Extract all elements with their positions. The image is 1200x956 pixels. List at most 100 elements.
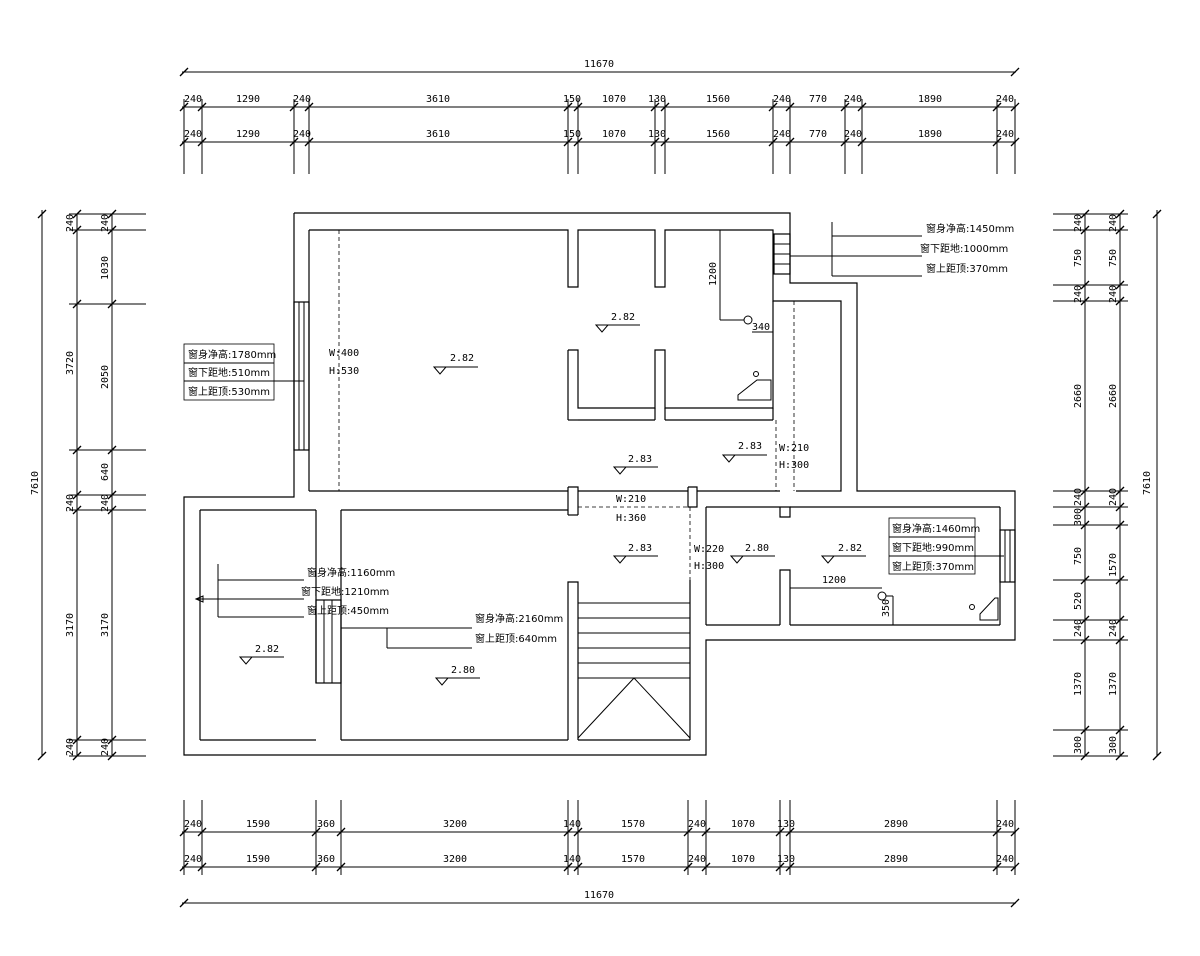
svg-text:2.82: 2.82 <box>450 353 474 364</box>
room-dim-350: 350 <box>881 599 892 617</box>
height-marker: 2.83 <box>721 441 767 463</box>
svg-text:2.80: 2.80 <box>745 543 769 554</box>
room-dim-1200-top: 1200 <box>708 262 719 286</box>
left-overall-dim: 7610 <box>30 471 41 495</box>
top-dim-4: 3610 <box>426 94 450 105</box>
top-dim-r2-7: 130 <box>648 129 666 140</box>
top-overall-dim: 11670 <box>584 59 614 70</box>
opening-h-300-right: H:300 <box>779 460 809 471</box>
top-dim-r2-8: 1560 <box>706 129 730 140</box>
right-inner-dim-1: 240 <box>1073 214 1084 232</box>
bottom-dim-r2-5: 140 <box>563 854 581 865</box>
top-dim-8: 1560 <box>706 94 730 105</box>
right-dim-8: 1370 <box>1108 672 1119 696</box>
top-dim-13: 240 <box>996 94 1014 105</box>
window-callout-3: 窗身净高:1460mm 窗下距地:990mm 窗上距顶:370mm <box>888 517 1004 575</box>
right-overall-dim: 7610 <box>1142 471 1153 495</box>
dim-tick <box>179 67 189 77</box>
svg-text:窗身净高:1450mm: 窗身净高:1450mm <box>926 222 1014 235</box>
top-dim-12: 1890 <box>918 94 942 105</box>
top-dim-r2-10: 770 <box>809 129 827 140</box>
toilet-icon <box>737 379 772 401</box>
drain-icon-2 <box>877 591 887 601</box>
right-dim-3: 240 <box>1108 285 1119 303</box>
bottom-dim-1: 240 <box>184 819 202 830</box>
svg-text:窗下距地:1000mm: 窗下距地:1000mm <box>920 242 1008 255</box>
dim-tick <box>1010 898 1020 908</box>
right-inner-dim-9: 240 <box>1073 619 1084 637</box>
svg-text:窗下距地:1210mm: 窗下距地:1210mm <box>301 585 389 598</box>
top-dim-1: 240 <box>184 94 202 105</box>
left-dimensions: 7610 240 3720 240 3170 240 240 1030 2050… <box>30 209 146 761</box>
right-dim-2: 750 <box>1108 249 1119 267</box>
bottom-overall-dim: 11670 <box>584 890 614 901</box>
left-inner-dim-7: 240 <box>100 738 111 756</box>
bottom-dim-7: 240 <box>688 819 706 830</box>
dim-tick <box>1152 751 1162 761</box>
window-callout-2: 窗身净高:1780mm 窗下距地:510mm 窗上距顶:530mm <box>183 343 304 401</box>
top-dim-r2-1: 240 <box>184 129 202 140</box>
dim-tick <box>179 898 189 908</box>
top-dim-r2-3: 240 <box>293 129 311 140</box>
svg-text:2.80: 2.80 <box>451 665 475 676</box>
drain-icon <box>743 315 753 325</box>
top-dim-r2-12: 1890 <box>918 129 942 140</box>
top-dim-r2-6: 1070 <box>602 129 626 140</box>
top-dim-6: 1070 <box>602 94 626 105</box>
right-inner-dim-11: 300 <box>1073 736 1084 754</box>
height-marker: 2.83 <box>612 454 658 475</box>
svg-text:2.83: 2.83 <box>738 441 762 452</box>
left-inner-dim-4: 640 <box>100 463 111 481</box>
svg-text:2.82: 2.82 <box>838 543 862 554</box>
bottom-dim-r2-9: 130 <box>777 854 795 865</box>
bottom-dim-r2-11: 240 <box>996 854 1014 865</box>
height-marker: 2.82 <box>820 543 866 564</box>
svg-text:窗上距顶:530mm: 窗上距顶:530mm <box>188 385 270 398</box>
window-marks <box>293 233 1016 684</box>
height-marker: 2.82 <box>432 353 478 375</box>
openings-dashed <box>338 230 795 580</box>
window-callout-4: 窗身净高:1160mm 窗下距地:1210mm 窗上距顶:450mm <box>194 564 395 618</box>
bottom-dim-r2-8: 1070 <box>731 854 755 865</box>
top-dim-11: 240 <box>844 94 862 105</box>
right-dim-5: 240 <box>1108 488 1119 506</box>
left-inner-dim-5: 240 <box>100 494 111 512</box>
right-dimensions: 240 750 240 2660 240 300 750 520 240 137… <box>1053 209 1162 761</box>
bottom-dim-9: 130 <box>777 819 795 830</box>
height-marker: 2.80 <box>434 665 480 686</box>
svg-text:窗身净高:1160mm: 窗身净高:1160mm <box>307 566 395 579</box>
left-dim-1: 240 <box>65 214 76 232</box>
svg-text:窗上距顶:640mm: 窗上距顶:640mm <box>475 632 557 645</box>
svg-text:窗下距地:990mm: 窗下距地:990mm <box>892 541 974 554</box>
bottom-dim-6: 1570 <box>621 819 645 830</box>
right-dim-4: 2660 <box>1108 384 1119 408</box>
height-marker: 2.82 <box>594 312 640 333</box>
bottom-dim-10: 2890 <box>884 819 908 830</box>
staircase <box>577 602 691 739</box>
top-dimensions: 11670 240 1290 240 3610 150 1070 130 156… <box>179 59 1020 174</box>
svg-text:窗身净高:1780mm: 窗身净高:1780mm <box>188 348 276 361</box>
dim-tick <box>37 751 47 761</box>
bottom-dim-r2-10: 2890 <box>884 854 908 865</box>
room-dim-1200-bottom: 1200 <box>822 575 846 586</box>
svg-text:窗上距顶:370mm: 窗上距顶:370mm <box>926 262 1008 275</box>
top-dim-r2-13: 240 <box>996 129 1014 140</box>
right-inner-dim-5: 240 <box>1073 488 1084 506</box>
bottom-dim-3: 360 <box>317 819 335 830</box>
right-dim-9: 300 <box>1108 736 1119 754</box>
right-inner-dim-4: 2660 <box>1073 384 1084 408</box>
top-dim-r2-11: 240 <box>844 129 862 140</box>
bottom-dim-r2-2: 1590 <box>246 854 270 865</box>
bottom-dim-4: 3200 <box>443 819 467 830</box>
right-inner-dim-2: 750 <box>1073 249 1084 267</box>
left-inner-dim-6: 3170 <box>100 613 111 637</box>
right-inner-dim-7: 750 <box>1073 547 1084 565</box>
bottom-dim-r2-1: 240 <box>184 854 202 865</box>
walls <box>183 212 1016 756</box>
svg-text:窗身净高:1460mm: 窗身净高:1460mm <box>892 522 980 535</box>
left-dim-3: 240 <box>65 494 76 512</box>
svg-text:2.83: 2.83 <box>628 543 652 554</box>
svg-text:窗身净高:2160mm: 窗身净高:2160mm <box>475 612 563 625</box>
svg-text:窗上距顶:450mm: 窗上距顶:450mm <box>307 604 389 617</box>
